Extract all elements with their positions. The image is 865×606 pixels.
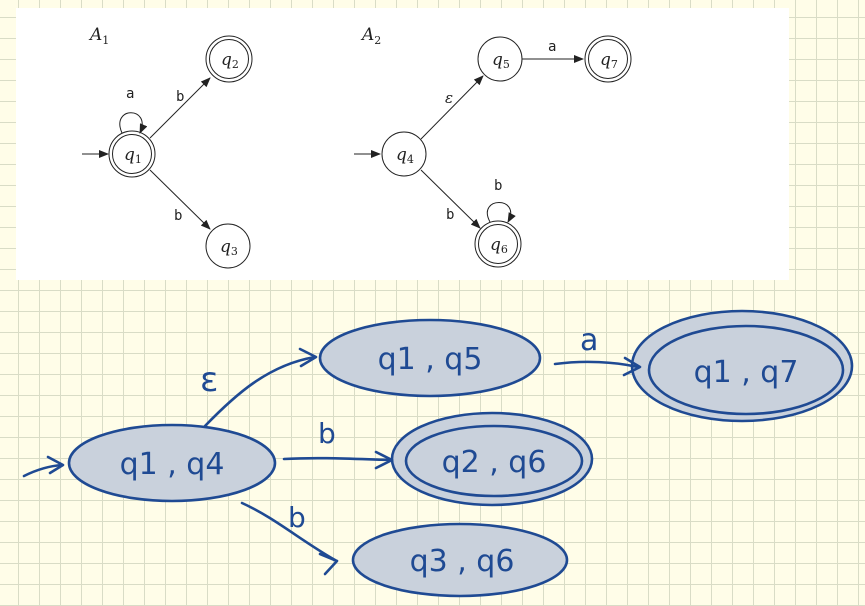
edge-q6-self: [487, 202, 516, 223]
edge-product-eps: [203, 355, 317, 428]
edge-q4-q5-label: ε: [445, 89, 453, 107]
edge-q4-q5: [420, 75, 484, 140]
svg-text:q7: q7: [600, 50, 618, 71]
state-q1: q1: [108, 130, 156, 178]
state-q1-q5: q1 , q5: [318, 318, 542, 398]
state-q3-q6: q3 , q6: [351, 522, 569, 598]
edge-product-b1: [282, 456, 392, 462]
edge-q1-q3-label: b: [174, 208, 182, 224]
edge-product-eps-label: ε: [200, 360, 218, 400]
edge-q4-q6-label: b: [446, 207, 454, 223]
state-q4: q4: [381, 131, 427, 177]
svg-text:q1 , q7: q1 , q7: [694, 355, 799, 390]
edge-q1-self-label: a: [126, 86, 134, 102]
edge-q1-q3: [149, 169, 211, 230]
product-start-arrowhead: [46, 455, 65, 475]
a2-label: A2: [360, 25, 381, 47]
svg-text:q4: q4: [396, 145, 414, 166]
edge-product-b1-arrowhead: [374, 450, 394, 470]
a1-label: A1: [88, 25, 109, 47]
svg-text:q3: q3: [220, 237, 238, 258]
svg-text:q2: q2: [221, 50, 239, 71]
state-q1-q4: q1 , q4: [67, 423, 277, 503]
state-q2: q2: [205, 35, 253, 83]
svg-text:q2 , q6: q2 , q6: [442, 445, 547, 480]
edge-q6-self-label: b: [494, 178, 502, 194]
edge-q4-q6: [420, 169, 481, 229]
edge-q5-q7-label: a: [548, 39, 556, 55]
svg-text:q1 , q5: q1 , q5: [378, 342, 483, 377]
edge-product-a-label: a: [580, 323, 598, 358]
svg-text:q3 , q6: q3 , q6: [410, 544, 515, 579]
svg-text:q5: q5: [492, 50, 510, 71]
edge-product-b2-label: b: [288, 501, 306, 534]
edge-product-eps-arrowhead: [298, 347, 318, 368]
state-q1-q7: q1 , q7: [630, 309, 854, 423]
edge-product-b2: [240, 501, 337, 562]
edge-q1-self: [119, 112, 148, 134]
edge-product-a-arrowhead: [622, 356, 642, 377]
state-q3: q3: [205, 223, 251, 269]
edge-q1-q2: [149, 77, 211, 139]
edge-q1-q2-label: b: [176, 89, 184, 105]
svg-text:q1 , q4: q1 , q4: [120, 447, 225, 482]
state-q2-q6: q2 , q6: [390, 411, 594, 507]
state-q7: q7: [584, 35, 632, 83]
svg-text:q6: q6: [490, 235, 508, 256]
product-start-arrow: [22, 463, 64, 478]
state-q6: q6: [474, 220, 522, 268]
edge-product-b2-arrowhead: [318, 552, 339, 576]
edge-product-a: [553, 360, 640, 369]
svg-text:q1: q1: [124, 145, 142, 166]
state-q5: q5: [477, 36, 523, 82]
edge-product-b1-label: b: [318, 417, 336, 450]
